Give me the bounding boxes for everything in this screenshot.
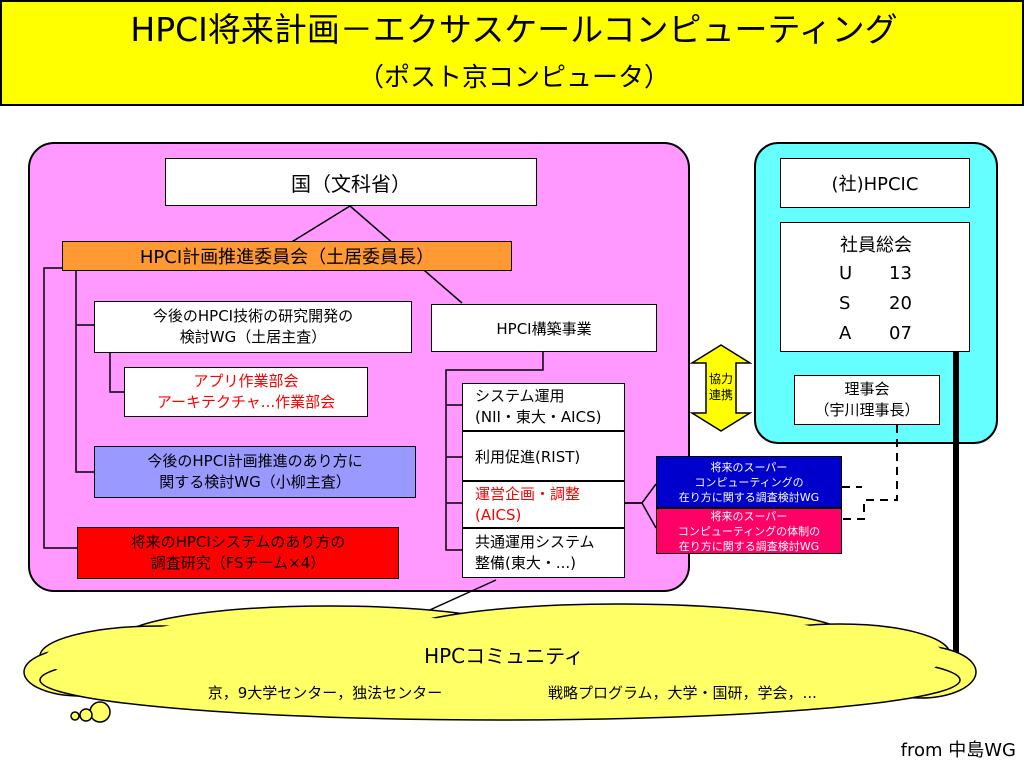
member-row: U 13 [781, 263, 971, 289]
member-row: S 20 [781, 293, 971, 319]
hpcic-header-label: (社)HPCIC [831, 174, 919, 195]
node-sys-ops: システム運用 (NII・東大・AICS) [462, 383, 625, 431]
bracket-build [445, 352, 544, 551]
hpcic-assembly: 社員総会 U 13 S 20 A 07 [780, 222, 970, 352]
link-wg-tech-subgroups [109, 352, 124, 393]
member-count: 13 [889, 263, 912, 284]
member-key: U [839, 263, 853, 284]
node-shared-ops: 共通運用システム 整備(東大・...) [462, 528, 625, 578]
community-title: HPCコミュニティ [424, 644, 584, 668]
link-kuni-committee [289, 205, 351, 244]
node-system-wg: 将来のスーパー コンピューティングの体制の 在り方に関する調査検討WG [656, 508, 842, 554]
bracket-committee-wg-future [75, 268, 94, 473]
node-subgroups: アプリ作業部会 アーキテクチャ...作業部会 [124, 367, 368, 417]
node-sys-ops-label: システム運用 (NII・東大・AICS) [475, 387, 602, 426]
title-banner: HPCI将来計画－エクサスケールコンピューティング （ポスト京コンピュータ） [0, 0, 1024, 106]
node-fs-label: 将来のHPCIシステムのあり方の 調査研究（FSチーム×4） [130, 533, 346, 572]
node-shared-ops-label: 共通運用システム 整備(東大・...) [475, 533, 595, 572]
member-row: A 07 [781, 323, 971, 349]
coop-arrow [690, 344, 752, 432]
member-key: S [839, 293, 851, 314]
page-subtitle: （ポスト京コンピュータ） [357, 63, 670, 93]
node-promotion-label: 利用促進(RIST) [475, 447, 581, 466]
node-supercomputer-wg-label: 将来のスーパー コンピューティングの 在り方に関する調査検討WG [678, 460, 820, 504]
link-planning-supercomputer-wg [625, 483, 657, 504]
node-kuni: 国（文科省） [165, 158, 537, 206]
bracket-committee-fs [43, 267, 77, 549]
community-left: 京，9大学センター，独法センター [207, 684, 443, 702]
node-subgroups-label: アプリ作業部会 アーキテクチャ...作業部会 [156, 372, 336, 411]
node-committee: HPCI計画推進委員会（土居委員長） [62, 241, 512, 271]
node-build-label: HPCI構築事業 [496, 319, 592, 338]
link-planning-system-wg [625, 502, 657, 529]
node-planning: 運営企画・調整 (AICS) [462, 481, 625, 528]
page-title: HPCI将来計画－エクサスケールコンピューティング [130, 10, 898, 49]
member-count: 20 [889, 293, 912, 314]
node-wg-future-label: 今後のHPCI計画推進のあり方に 関する検討WG（小柳主査） [147, 452, 363, 491]
source-credit: from 中島WG [900, 740, 1016, 761]
coop-label: 協力 連携 [708, 372, 733, 402]
node-wg-tech-label: 今後のHPCI技術の研究開発の 検討WG（土居主査） [152, 307, 354, 346]
link-board-wg-dashed [842, 425, 898, 520]
community-right: 戦略プログラム，大学・国研，学会，... [548, 684, 817, 702]
hpcic-board-label: 理事会 （宇川理事長） [814, 380, 920, 419]
member-key: A [839, 323, 852, 344]
node-fs: 将来のHPCIシステムのあり方の 調査研究（FSチーム×4） [77, 527, 399, 579]
node-supercomputer-wg: 将来のスーパー コンピューティングの 在り方に関する調査検討WG [656, 456, 842, 508]
node-committee-label: HPCI計画推進委員会（土居委員長） [139, 247, 435, 268]
community-cloud [23, 603, 977, 723]
member-count: 07 [889, 323, 912, 344]
hpcic-header: (社)HPCIC [780, 158, 970, 208]
node-kuni-label: 国（文科省） [291, 171, 411, 196]
node-wg-future: 今後のHPCI計画推進のあり方に 関する検討WG（小柳主査） [94, 446, 416, 498]
node-wg-tech: 今後のHPCI技術の研究開発の 検討WG（土居主査） [94, 301, 412, 353]
hpcic-board: 理事会 （宇川理事長） [794, 375, 940, 425]
hpcic-assembly-label: 社員総会 [840, 235, 912, 256]
node-build: HPCI構築事業 [431, 304, 657, 352]
node-system-wg-label: 将来のスーパー コンピューティングの体制の 在り方に関する調査検討WG [677, 509, 821, 553]
node-promotion: 利用促進(RIST) [462, 431, 625, 481]
node-planning-label: 運営企画・調整 (AICS) [475, 484, 581, 524]
